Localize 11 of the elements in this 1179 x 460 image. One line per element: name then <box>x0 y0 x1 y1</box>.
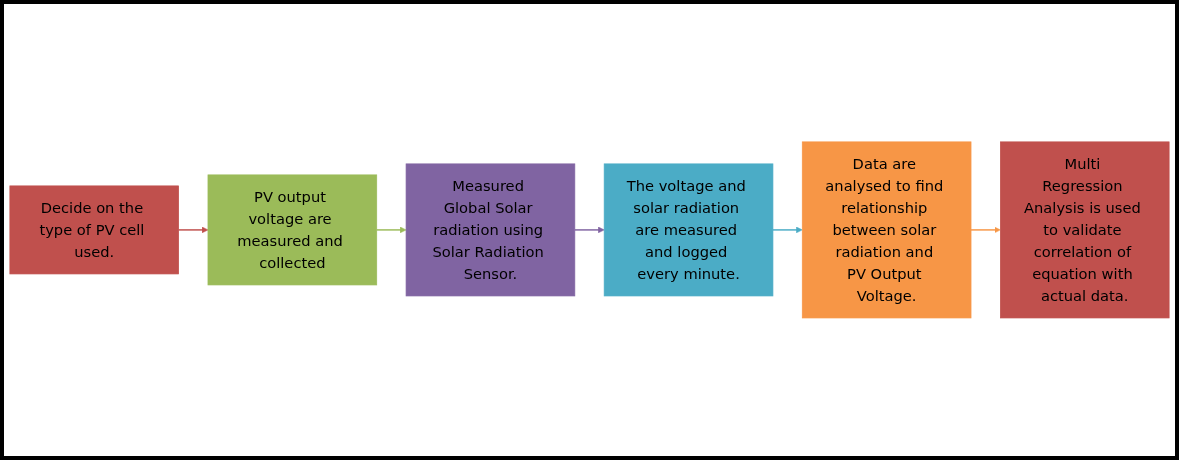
arrow <box>376 226 407 234</box>
node-box: Decide on the type of PV cell used. <box>9 185 179 275</box>
arrow <box>970 226 1001 234</box>
arrow <box>177 226 209 234</box>
node-box: Measured Global Solar radiation using Solar Radiation Sensor. <box>405 163 576 297</box>
arrow <box>574 226 605 234</box>
node-box: PV output voltage are measured and collected <box>207 174 378 286</box>
node-box: Multi Regression Analysis is used to validate correlation of equation with actual data. <box>1000 141 1170 319</box>
arrow <box>772 226 803 234</box>
node-box: Data are analysed to find relationship between solar radiation and PV Output Voltage. <box>801 141 972 319</box>
node-box: The voltage and solar radiation are measured and logged every minute. <box>603 163 774 297</box>
